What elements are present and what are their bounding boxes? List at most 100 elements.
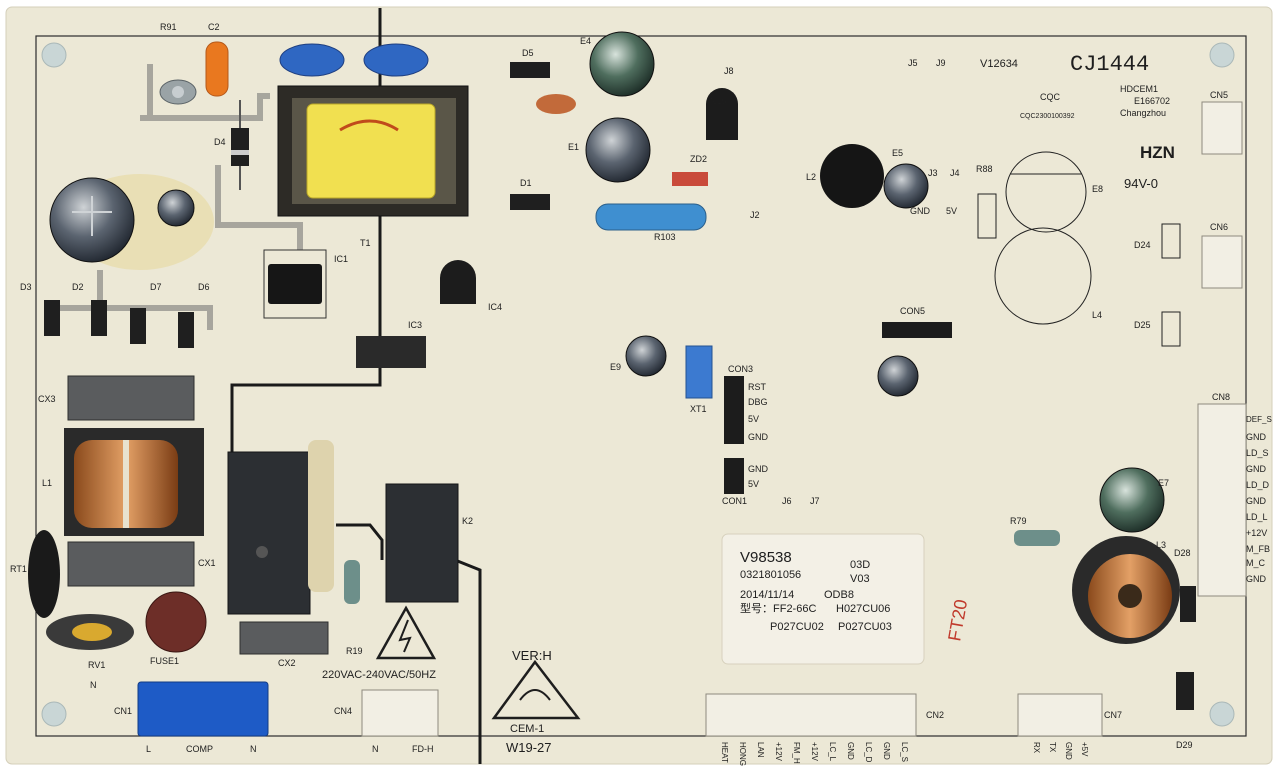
svg-text:R91: R91: [160, 22, 177, 32]
relay-main: [227, 440, 334, 615]
sticker-text: V98538 03D 0321801056 V03 2014/11/14 ODB…: [740, 549, 892, 633]
svg-text:K2: K2: [462, 516, 473, 526]
svg-text:L3: L3: [1156, 540, 1166, 550]
svg-text:CX3: CX3: [38, 394, 56, 404]
svg-text:LD_L: LD_L: [1246, 512, 1268, 522]
transformer-t1: [277, 85, 469, 217]
sticker-model-c: P027CU03: [838, 621, 892, 633]
thermistor-rt1: [28, 530, 60, 618]
svg-text:XT1: XT1: [690, 404, 707, 414]
svg-text:5V: 5V: [748, 414, 759, 424]
svg-text:GND: GND: [1246, 496, 1267, 506]
svg-text:M_C: M_C: [1246, 558, 1266, 568]
svg-text:D4: D4: [214, 137, 226, 147]
svg-text:CON5: CON5: [900, 306, 925, 316]
svg-text:COMP: COMP: [186, 744, 213, 754]
pin-labels-cn1: N L COMP N: [90, 680, 257, 754]
pin-labels-con1: GND 5V: [748, 464, 769, 489]
pin-labels-cn3: DEF_S GND LD_S GND LD_D GND LD_L +12V M_…: [1246, 415, 1272, 584]
svg-text:L: L: [146, 744, 151, 754]
svg-text:FM_H: FM_H: [792, 742, 801, 764]
svg-text:C2: C2: [208, 22, 220, 32]
capacitor-e5: [883, 163, 929, 209]
model-code: V12634: [980, 58, 1018, 70]
svg-text:M_FB: M_FB: [1246, 544, 1270, 554]
svg-text:LD_S: LD_S: [1246, 448, 1269, 458]
svg-text:CON3: CON3: [728, 364, 753, 374]
reference-designators: R91 C2 D4 T1 IC1 IC3 IC4 D5 E4 J8 N16 E1…: [10, 22, 1230, 750]
svg-text:D5: D5: [522, 48, 534, 58]
svg-text:CN1: CN1: [114, 706, 132, 716]
resistor-r88: [977, 193, 997, 239]
svg-text:E9: E9: [610, 362, 621, 372]
svg-text:CON1: CON1: [722, 496, 747, 506]
sticker-date: 2014/11/14: [740, 589, 794, 601]
fan-e8-outline: [1005, 151, 1087, 233]
svg-text:J9: J9: [936, 58, 946, 68]
mounting-holes: [41, 42, 1235, 727]
svg-text:CX1: CX1: [198, 558, 216, 568]
batch-code: CJ1444: [1070, 52, 1149, 77]
traces: [230, 8, 482, 764]
svg-text:CN7: CN7: [1104, 710, 1122, 720]
header-con5: [882, 322, 952, 338]
connector-cn4: [361, 689, 439, 737]
svg-text:GND: GND: [1246, 464, 1267, 474]
svg-text:D3: D3: [20, 282, 32, 292]
resistor-r19: [344, 560, 360, 604]
svg-text:+12V: +12V: [1246, 528, 1267, 538]
diode-d4: [231, 100, 249, 190]
svg-text:HEAT: HEAT: [720, 742, 729, 763]
svg-text:+12V: +12V: [774, 742, 783, 762]
connector-cn6: [1201, 235, 1243, 289]
svg-text:E8: E8: [1092, 184, 1103, 194]
svg-text:R88: R88: [976, 164, 993, 174]
maker: HZN: [1140, 143, 1175, 162]
svg-text:LAN: LAN: [756, 742, 765, 758]
svg-text:J3: J3: [928, 168, 938, 178]
date-code: W19-27: [506, 740, 552, 755]
sticker-model-b: P027CU02: [770, 621, 824, 633]
svg-text:N: N: [250, 744, 257, 754]
capacitor-e1: [585, 117, 651, 183]
svg-text:L4: L4: [1092, 310, 1102, 320]
capacitor-con5-lower: [877, 355, 919, 397]
sticker-lot: ODB8: [824, 589, 854, 601]
ic-ic4: [440, 260, 476, 304]
svg-text:J8: J8: [724, 66, 734, 76]
ic-ic3: [356, 336, 426, 368]
ul-file: E166702: [1134, 96, 1170, 106]
pin-labels-cn7: RX TX GND +5V: [1032, 742, 1089, 760]
diode-d1: [510, 194, 550, 210]
svg-text:J2: J2: [750, 210, 760, 220]
svg-text:T1: T1: [360, 238, 371, 248]
svg-text:E5: E5: [892, 148, 903, 158]
diode-d24: [1161, 223, 1181, 259]
sticker-rev-bottom: V03: [850, 573, 870, 585]
resistor-r79: [1014, 530, 1060, 546]
svg-text:D6: D6: [198, 282, 210, 292]
svg-text:5V: 5V: [748, 479, 759, 489]
ul-city: Changzhou: [1120, 108, 1166, 118]
svg-text:L2: L2: [806, 172, 816, 182]
voltage-rating: 220VAC-240VAC/50HZ: [322, 669, 436, 681]
svg-text:GND: GND: [748, 432, 769, 442]
svg-text:J7: J7: [810, 496, 820, 506]
svg-text:DBG: DBG: [748, 397, 768, 407]
svg-text:+12V: +12V: [810, 742, 819, 762]
svg-text:J5: J5: [908, 58, 918, 68]
svg-text:CN4: CN4: [334, 706, 352, 716]
svg-text:5V: 5V: [946, 206, 957, 216]
svg-text:R79: R79: [1010, 516, 1027, 526]
svg-text:R103: R103: [654, 232, 676, 242]
sticker-part: V98538: [740, 549, 792, 566]
svg-text:CN8: CN8: [1212, 392, 1230, 402]
inductor-l2: [820, 144, 884, 208]
capacitor-large-left: [49, 174, 214, 270]
ic-ic1: [263, 249, 327, 319]
connector-cn3: [1197, 403, 1247, 597]
connector-cn7: [1017, 693, 1103, 737]
flame-rating: 94V-0: [1124, 176, 1158, 191]
svg-text:TX: TX: [1048, 742, 1057, 753]
svg-text:RV1: RV1: [88, 660, 105, 670]
